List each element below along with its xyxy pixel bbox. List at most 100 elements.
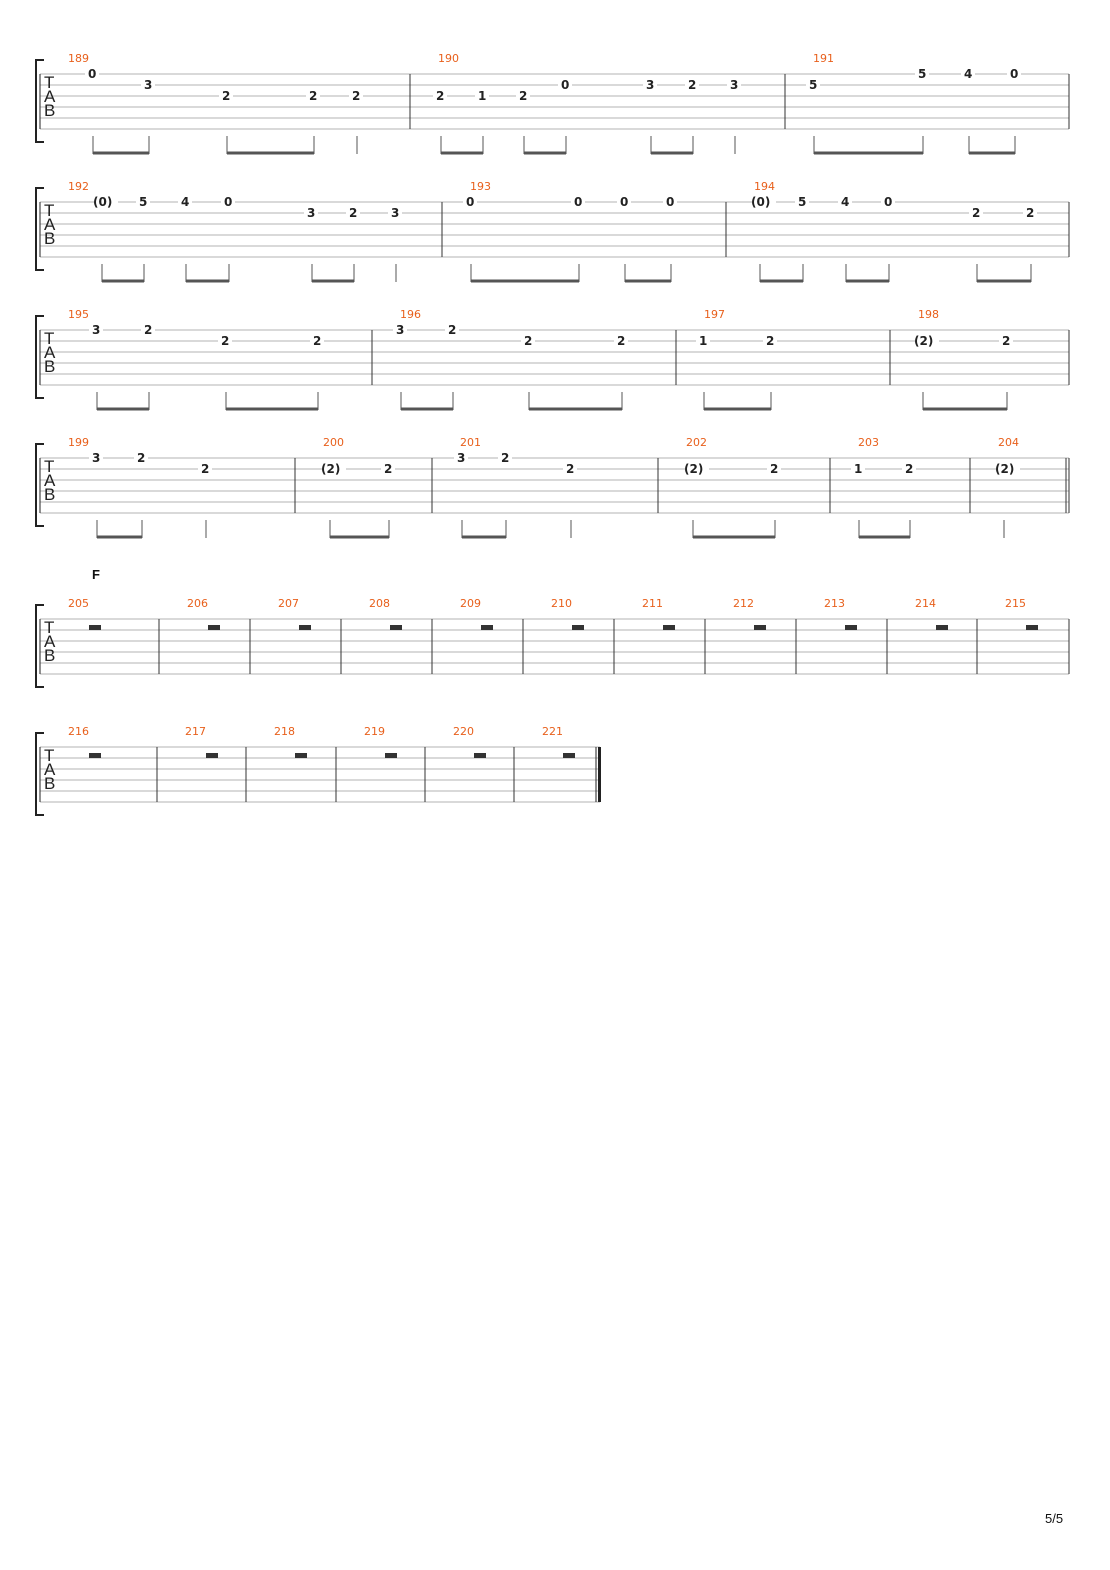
fret-number: 2: [137, 451, 145, 465]
measure-number: 204: [998, 436, 1019, 449]
fret-number: 2: [384, 462, 392, 476]
system-bracket: [35, 315, 44, 399]
fret-background: [218, 334, 232, 346]
fret-number: 5: [809, 78, 817, 92]
fret-background: [304, 206, 318, 218]
system-bracket: [35, 604, 44, 688]
fret-number: 5: [798, 195, 806, 209]
tab-letter: A: [44, 632, 56, 651]
fret-number: 2: [222, 89, 230, 103]
system-bracket: [35, 59, 44, 143]
fret-number: 0: [620, 195, 628, 209]
fret-background: [141, 323, 155, 335]
fret-number: 0: [88, 67, 96, 81]
fret-background: [463, 195, 477, 207]
measure-number: 194: [754, 180, 775, 193]
fret-number: 2: [349, 206, 357, 220]
fret-number: 2: [221, 334, 229, 348]
whole-rest: [663, 625, 675, 630]
fret-number: 3: [646, 78, 654, 92]
tab-letter: A: [44, 215, 56, 234]
fret-background: [475, 89, 489, 101]
fret-number: (2): [914, 334, 933, 348]
fret-number: 2: [566, 462, 574, 476]
measure-number: 197: [704, 308, 725, 321]
fret-number: 2: [519, 89, 527, 103]
fret-number: 1: [854, 462, 862, 476]
fret-number: 2: [1026, 206, 1034, 220]
fret-background: [763, 334, 777, 346]
fret-number: 2: [436, 89, 444, 103]
measure-number: 214: [915, 597, 936, 610]
fret-background: [1007, 67, 1021, 79]
fret-background: [767, 462, 781, 474]
fret-number: 2: [309, 89, 317, 103]
measure-number: 200: [323, 436, 344, 449]
whole-rest: [390, 625, 402, 630]
measure-number: 210: [551, 597, 572, 610]
tab-letter: B: [44, 357, 55, 376]
tab-letter: B: [44, 485, 55, 504]
tab-letter: A: [44, 87, 56, 106]
fret-background: [454, 451, 468, 463]
fret-number: 5: [139, 195, 147, 209]
fret-number: 3: [144, 78, 152, 92]
fret-number: (2): [684, 462, 703, 476]
system-bracket: [35, 443, 44, 527]
fret-background: [643, 78, 657, 90]
tab-letter: B: [44, 229, 55, 248]
measure-number: 215: [1005, 597, 1026, 610]
fret-background: [349, 89, 363, 101]
whole-rest: [481, 625, 493, 630]
fret-number: 1: [478, 89, 486, 103]
whole-rest: [1026, 625, 1038, 630]
fret-number: (0): [751, 195, 770, 209]
page-number: 5/5: [1045, 1511, 1063, 1526]
fret-number: 2: [201, 462, 209, 476]
measure-number: 190: [438, 52, 459, 65]
fret-number: 0: [1010, 67, 1018, 81]
fret-background: [795, 195, 809, 207]
fret-background: [433, 89, 447, 101]
fret-background: [851, 462, 865, 474]
measure-number: 213: [824, 597, 845, 610]
fret-number: (2): [995, 462, 1014, 476]
fret-background: [322, 462, 346, 474]
fret-background: [881, 195, 895, 207]
fret-background: [445, 323, 459, 335]
system-bracket: [35, 732, 44, 816]
fret-background: [346, 206, 360, 218]
fret-number: 0: [561, 78, 569, 92]
measure-number: 211: [642, 597, 663, 610]
fret-background: [727, 78, 741, 90]
fret-number: (0): [93, 195, 112, 209]
fret-number: 3: [92, 451, 100, 465]
fret-background: [617, 195, 631, 207]
tab-letter: A: [44, 471, 56, 490]
fret-number: 0: [666, 195, 674, 209]
tab-letter: T: [44, 201, 54, 220]
fret-background: [141, 78, 155, 90]
measure-number: 202: [686, 436, 707, 449]
measure-number: 193: [470, 180, 491, 193]
tab-letter: T: [44, 457, 54, 476]
measure-number: 207: [278, 597, 299, 610]
fret-number: 2: [770, 462, 778, 476]
measure-number: 191: [813, 52, 834, 65]
measure-number: 192: [68, 180, 89, 193]
fret-number: 2: [905, 462, 913, 476]
measure-number: 199: [68, 436, 89, 449]
whole-rest: [385, 753, 397, 758]
whole-rest: [474, 753, 486, 758]
whole-rest: [845, 625, 857, 630]
section-marker: F: [92, 567, 100, 582]
fret-background: [516, 89, 530, 101]
tab-letter: T: [44, 618, 54, 637]
measure-number: 205: [68, 597, 89, 610]
measure-number: 220: [453, 725, 474, 738]
fret-background: [393, 323, 407, 335]
tab-letter: T: [44, 746, 54, 765]
